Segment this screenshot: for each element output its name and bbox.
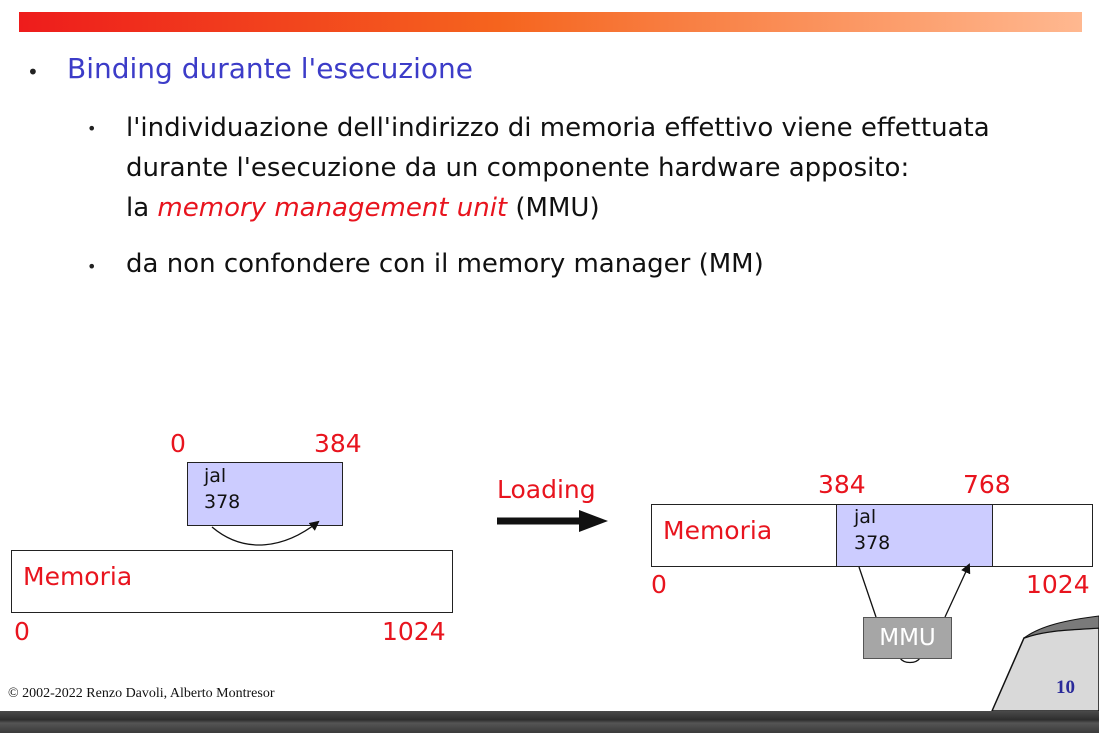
right-block-start: 384 (818, 470, 866, 499)
right-mem-end: 1024 (1026, 570, 1090, 599)
bullet-2-line-1: da non confondere con il memory manager … (126, 249, 764, 279)
bottom-bar (0, 711, 1099, 733)
left-code-line-2: 378 (204, 491, 241, 513)
bullet-1-prefix: la (126, 193, 158, 223)
left-mem-end: 1024 (382, 617, 446, 646)
right-code: jal 378 (854, 504, 890, 556)
loading-label: Loading (497, 475, 596, 504)
left-block-start: 0 (170, 429, 186, 458)
slide-heading: Binding durante l'esecuzione (67, 52, 473, 85)
right-code-line-1: jal (854, 506, 877, 528)
left-code-line-1: jal (204, 465, 227, 487)
title-gradient-bar (19, 12, 1082, 32)
left-code: jal 378 (204, 463, 240, 515)
bullet-1-line-3: la memory management unit (MMU) (126, 188, 600, 228)
loading-arrow-head (579, 510, 608, 532)
right-program-block (836, 504, 993, 567)
mmu-term: memory management unit (157, 193, 508, 223)
mmu-output-arrow (944, 563, 971, 618)
left-memory-box (11, 550, 453, 613)
bullet-1-line-1: l'individuazione dell'indirizzo di memor… (126, 113, 990, 143)
mmu-loop (899, 657, 921, 664)
left-mem-start: 0 (14, 617, 30, 646)
bullet-1-line-2: durante l'esecuzione da un componente ha… (126, 153, 910, 183)
right-mem-start: 0 (651, 570, 667, 599)
left-memory-label: Memoria (23, 562, 133, 591)
right-memory-label: Memoria (663, 516, 773, 545)
mmu-input-line (858, 566, 877, 618)
left-program-block (187, 462, 343, 526)
mmu-box: MMU (863, 617, 952, 659)
bullet-1-suffix: (MMU) (507, 193, 600, 223)
right-block-end: 768 (963, 470, 1011, 499)
copyright-notice: © 2002-2022 Renzo Davoli, Alberto Montre… (8, 686, 275, 701)
bullet-marker: • (27, 60, 39, 84)
page-number: 10 (1056, 677, 1075, 698)
left-jump-arrow (211, 520, 320, 546)
page-curl-icon (990, 627, 1099, 712)
bullet-marker: • (87, 119, 97, 138)
left-block-end: 384 (314, 429, 362, 458)
right-code-line-2: 378 (854, 532, 891, 554)
bullet-marker: • (87, 257, 97, 276)
